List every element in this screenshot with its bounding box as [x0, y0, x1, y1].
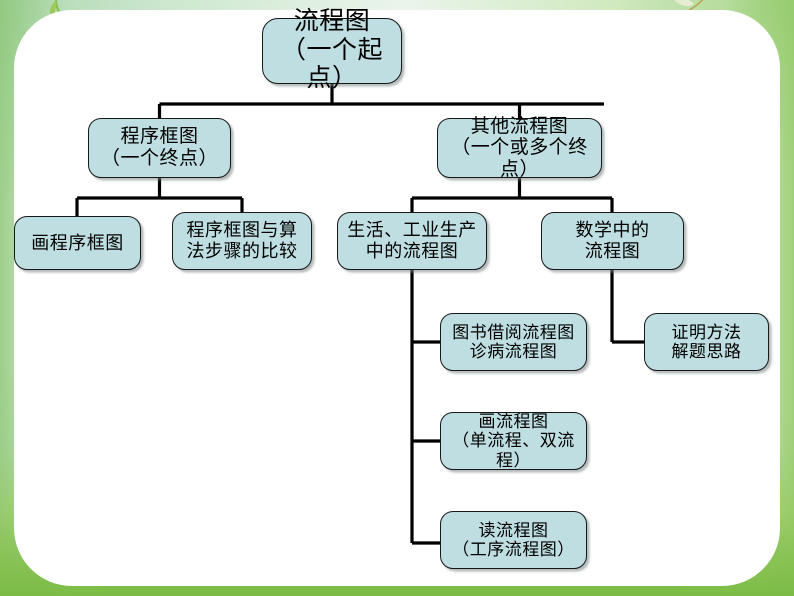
proof-methods-problem-solving-label: 证明方法 解题思路: [671, 322, 742, 361]
life-and-industry-flowcharts-label: 生活、工业生产 中的流程图: [347, 220, 477, 261]
compare-with-algorithm-steps[interactable]: 程序框图与算 法步骤的比较: [172, 212, 312, 270]
program-block-diagram-label: 程序框图 （一个终点）: [100, 126, 218, 169]
draw-flowchart[interactable]: 画流程图 （单流程、双流程）: [440, 412, 587, 470]
math-flowcharts-label: 数学中的 流程图: [575, 220, 650, 261]
library-and-diagnosis-flowcharts-label: 图书借阅流程图 诊病流程图: [452, 322, 575, 361]
other-flowcharts-label: 其他流程图 （一个或多个终点）: [451, 115, 588, 180]
draw-program-block-diagram[interactable]: 画程序框图: [14, 216, 141, 270]
library-and-diagnosis-flowcharts[interactable]: 图书借阅流程图 诊病流程图: [440, 313, 587, 371]
program-block-diagram[interactable]: 程序框图 （一个终点）: [88, 118, 231, 178]
content-plate: [14, 10, 780, 586]
other-flowcharts[interactable]: 其他流程图 （一个或多个终点）: [437, 115, 602, 180]
draw-program-block-diagram-label: 画程序框图: [31, 232, 124, 253]
draw-flowchart-label: 画流程图 （单流程、双流程）: [452, 411, 575, 470]
proof-methods-problem-solving[interactable]: 证明方法 解题思路: [644, 313, 769, 371]
read-flowchart-label: 读流程图 （工序流程图）: [452, 520, 575, 559]
compare-with-algorithm-steps-label: 程序框图与算 法步骤的比较: [186, 220, 298, 261]
flowchart-root-label: 流程图 （一个起点）: [280, 8, 383, 93]
read-flowchart[interactable]: 读流程图 （工序流程图）: [440, 511, 587, 569]
math-flowcharts[interactable]: 数学中的 流程图: [541, 212, 684, 270]
flowchart-root[interactable]: 流程图 （一个起点）: [262, 8, 402, 92]
life-and-industry-flowcharts[interactable]: 生活、工业生产 中的流程图: [337, 212, 487, 270]
